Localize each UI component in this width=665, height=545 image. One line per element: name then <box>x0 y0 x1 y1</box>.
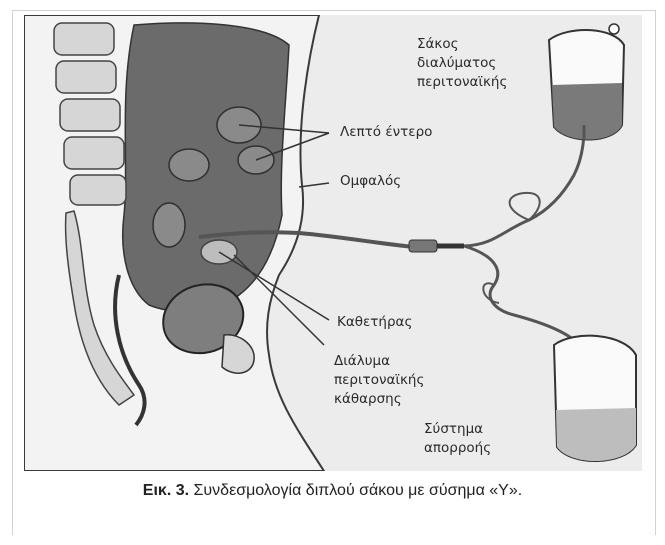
label-solution: Διάλυμα περιτοναϊκής κάθαρσης <box>334 352 424 409</box>
label-small-intestine: Λεπτό έντερο <box>340 123 432 142</box>
label-bag-top-line1: Σάκος <box>417 35 507 54</box>
tubing-upper <box>464 125 584 246</box>
label-solution-line1: Διάλυμα <box>334 352 424 371</box>
label-drainage-line2: απορροής <box>424 439 491 458</box>
label-bag-top: Σάκος διαλύματος περιτοναϊκής <box>417 35 507 92</box>
anatomy-illustration: Σάκος διαλύματος περιτοναϊκής Λεπτό έντε… <box>24 15 642 471</box>
label-drainage: Σύστημα απορροής <box>424 420 491 458</box>
label-bag-top-line3: περιτοναϊκής <box>417 73 507 92</box>
caption-text: Συνδεσμολογία διπλού σάκου με σύσημα «Υ»… <box>189 482 522 499</box>
label-solution-line3: κάθαρσης <box>334 390 424 409</box>
label-bag-top-line2: διαλύματος <box>417 54 507 73</box>
catheter-connector <box>409 240 437 252</box>
figure-caption: Εικ. 3. Συνδεσμολογία διπλού σάκου με σύ… <box>0 482 665 500</box>
anatomy-svg <box>24 15 642 471</box>
label-catheter: Καθετήρας <box>337 313 412 332</box>
drainage-bag <box>554 336 636 461</box>
label-drainage-line1: Σύστημα <box>424 420 491 439</box>
caption-prefix: Εικ. 3. <box>143 482 189 499</box>
label-navel: Ομφαλός <box>340 172 401 191</box>
label-solution-line2: περιτοναϊκής <box>334 371 424 390</box>
tubing-lower <box>464 246 579 345</box>
top-solution-bag <box>549 24 624 140</box>
